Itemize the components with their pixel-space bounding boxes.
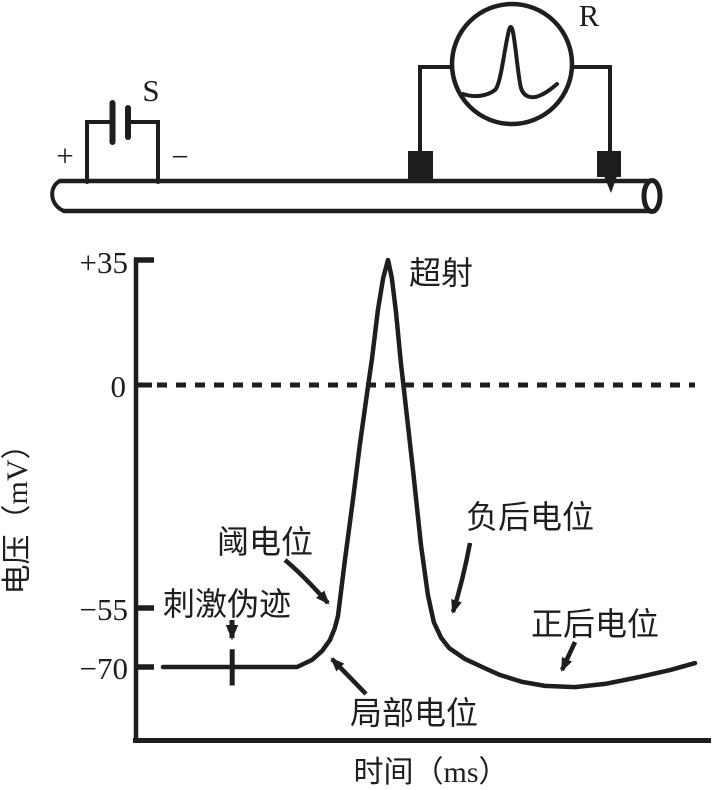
annotation-overshoot: 超射 — [409, 255, 473, 291]
membrane-potential-curve — [160, 257, 698, 690]
recording-electrode-left — [408, 151, 433, 181]
y-tick-label-zero: 0 — [111, 369, 127, 404]
y-tick-label-plus35: +35 — [80, 245, 128, 280]
annotation-local-potential: 局部电位 — [350, 695, 478, 731]
annotation-threshold-potential: 阈电位 — [217, 524, 313, 560]
battery-icon — [109, 100, 131, 145]
recorder-wire-right — [570, 65, 612, 154]
x-axis-title: 时间（ms） — [353, 756, 508, 789]
electrode-needle-tip — [604, 176, 617, 193]
nerve-fiber — [50, 178, 663, 214]
annotation-negative-afterpotential: 负后电位 — [466, 499, 594, 535]
oscilloscope-circle — [449, 1, 575, 127]
local-potential-annotation-arrow — [330, 657, 368, 696]
plus-terminal-label: + — [56, 138, 73, 173]
recorder: R — [408, 0, 621, 193]
annotation-positive-afterpotential: 正后电位 — [531, 606, 659, 642]
minus-terminal-label: − — [171, 139, 188, 174]
y-tick-label-minus55: −55 — [80, 592, 128, 627]
positive-afterpotential-annotation-arrow — [559, 641, 578, 672]
threshold-annotation-arrow — [283, 558, 330, 605]
recorder-label: R — [579, 0, 600, 33]
annotation-stimulus-artifact: 刺激伪迹 — [163, 586, 291, 622]
action-potential-trace-icon — [461, 25, 559, 100]
y-tick-label-minus70: −70 — [80, 651, 128, 686]
negative-afterpotential-annotation-arrow — [450, 542, 473, 614]
nerve-left-end-arc — [50, 179, 66, 213]
action-potential-chart: +35 0 −55 −70 超射 阈电位 刺激伪迹 局部电位 负后电位 正后电位… — [1, 245, 711, 789]
stimulator-label: S — [142, 73, 159, 108]
circuit-diagram: S + − R — [50, 0, 663, 214]
y-axis-title: 电压（mV） — [1, 430, 34, 595]
nerve-right-end-ellipse — [641, 178, 663, 214]
stimulator-wire-right — [129, 120, 160, 184]
stimulator: S + − — [56, 73, 189, 184]
stimulator-wire-left — [85, 120, 112, 184]
recording-electrode-right — [597, 151, 621, 177]
recorder-wire-left — [418, 65, 455, 154]
